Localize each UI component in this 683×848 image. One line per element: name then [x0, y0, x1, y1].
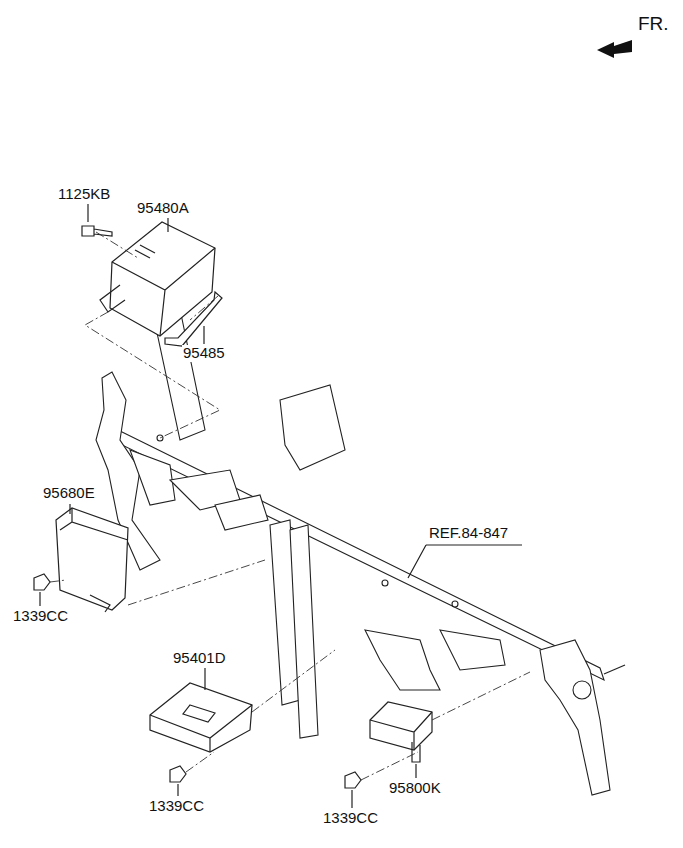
- assembly-line: [432, 672, 530, 720]
- front-arrow: [597, 40, 632, 58]
- part-number: 95401D: [172, 650, 227, 667]
- center-stay-right: [290, 525, 318, 738]
- leader-line: [167, 218, 168, 232]
- nut: [170, 766, 186, 782]
- mount-plate: [215, 495, 268, 530]
- center-bracket: [280, 385, 345, 470]
- nut: [345, 772, 361, 788]
- leader-line: [203, 326, 204, 344]
- module-tab: [100, 285, 125, 312]
- module-tab: [412, 742, 420, 762]
- leader-line: [69, 504, 70, 514]
- leader-line: [39, 592, 40, 606]
- leader-line: [204, 668, 205, 690]
- assembly-line: [190, 296, 218, 320]
- module-label-plate: [183, 705, 215, 722]
- module-edge: [370, 712, 432, 750]
- assembly-line: [96, 232, 138, 258]
- leader-line: [415, 764, 416, 778]
- assembly-line: [85, 312, 220, 438]
- right-bracket: [540, 640, 610, 795]
- left-stay: [130, 450, 175, 505]
- reference-leader: [408, 545, 522, 578]
- leader-line: [87, 204, 88, 222]
- part-number: 95480A: [136, 200, 190, 217]
- part-number: 1339CC: [148, 798, 205, 815]
- steering-pin: [604, 665, 625, 674]
- assembly-line: [128, 560, 265, 605]
- leader-line: [177, 784, 178, 796]
- assembly-line: [252, 650, 335, 712]
- module-95680E: [56, 508, 128, 610]
- part-number: 95800K: [388, 780, 442, 797]
- part-number: 95680E: [42, 485, 96, 502]
- module-edge: [150, 705, 252, 752]
- module-95800K: [370, 702, 432, 750]
- assembly-line: [361, 752, 418, 780]
- part-number: 95485: [182, 345, 226, 362]
- bolt: [82, 226, 112, 236]
- assembly-line: [186, 752, 214, 772]
- hole: [452, 601, 458, 607]
- cross-member: [96, 285, 625, 795]
- module-95401D: [150, 683, 252, 752]
- hole: [157, 435, 163, 441]
- lower-bracket: [440, 630, 505, 670]
- boss: [573, 681, 591, 699]
- leader-line: [351, 790, 352, 808]
- module-tab: [90, 595, 110, 612]
- assembly-line: [50, 580, 66, 582]
- cross-tube: [118, 430, 604, 680]
- reference-label: REF.84-847: [428, 525, 509, 542]
- hole: [382, 580, 388, 586]
- direction-label: FR.: [637, 14, 670, 35]
- connector: [135, 245, 155, 258]
- part-number: 1339CC: [12, 608, 69, 625]
- nut: [34, 574, 50, 590]
- bracket-95485: [165, 292, 222, 346]
- part-number: 1339CC: [322, 810, 379, 827]
- part-number: 1125KB: [57, 186, 111, 203]
- lower-bracket: [365, 630, 440, 690]
